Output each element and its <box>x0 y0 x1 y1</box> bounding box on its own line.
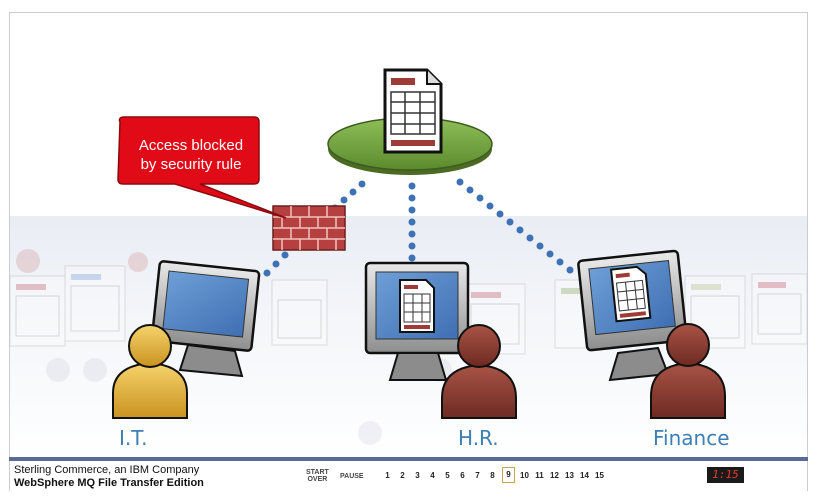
page-button-15[interactable]: 15 <box>595 471 604 480</box>
line-to-finance <box>456 178 574 274</box>
server-document <box>383 68 443 154</box>
page-button-6[interactable]: 6 <box>460 471 465 480</box>
it-workstation <box>112 260 261 419</box>
callout-line-1: Access blocked <box>138 137 244 154</box>
page-navigation: 1 2 3 4 5 6 7 8 9 10 11 12 13 14 15 <box>380 467 607 483</box>
page-button-11[interactable]: 11 <box>535 471 544 480</box>
page-button-12[interactable]: 12 <box>550 471 559 480</box>
hr-workstation <box>364 261 517 419</box>
pause-button[interactable]: PAUSE <box>340 473 364 480</box>
page-button-10[interactable]: 10 <box>520 471 529 480</box>
label-it: I.T. <box>119 426 148 450</box>
label-hr: H.R. <box>458 426 499 450</box>
page-button-9-current[interactable]: 9 <box>502 467 515 483</box>
line-to-hr <box>408 182 416 274</box>
firewall-icon <box>272 205 346 251</box>
page-button-3[interactable]: 3 <box>415 471 420 480</box>
finance-workstation <box>577 249 726 419</box>
slide-illustration <box>10 68 807 445</box>
start-over-label-1: START <box>306 469 329 476</box>
start-over-button[interactable]: START OVER <box>306 469 329 483</box>
player-footer: Sterling Commerce, an IBM Company WebSph… <box>10 461 807 491</box>
company-name: Sterling Commerce, an IBM Company <box>14 464 200 476</box>
elapsed-timer: 1:15 <box>707 467 744 483</box>
start-over-label-2: OVER <box>307 476 328 483</box>
page-button-4[interactable]: 4 <box>430 471 435 480</box>
page-button-14[interactable]: 14 <box>580 471 589 480</box>
callout-line-2: by security rule <box>140 156 242 173</box>
product-name: WebSphere MQ File Transfer Edition <box>14 477 204 489</box>
callout-bubble <box>117 116 287 219</box>
page-button-2[interactable]: 2 <box>400 471 405 480</box>
slide-stage: Access blocked by security rule I.T. H.R… <box>10 18 807 458</box>
page-button-8[interactable]: 8 <box>490 471 495 480</box>
page-button-7[interactable]: 7 <box>475 471 480 480</box>
footer-border <box>9 457 808 461</box>
label-finance: Finance <box>653 426 730 450</box>
page-button-5[interactable]: 5 <box>445 471 450 480</box>
callout-text: Access blocked by security rule <box>122 136 260 174</box>
page-button-1[interactable]: 1 <box>385 471 390 480</box>
page-button-13[interactable]: 13 <box>565 471 574 480</box>
